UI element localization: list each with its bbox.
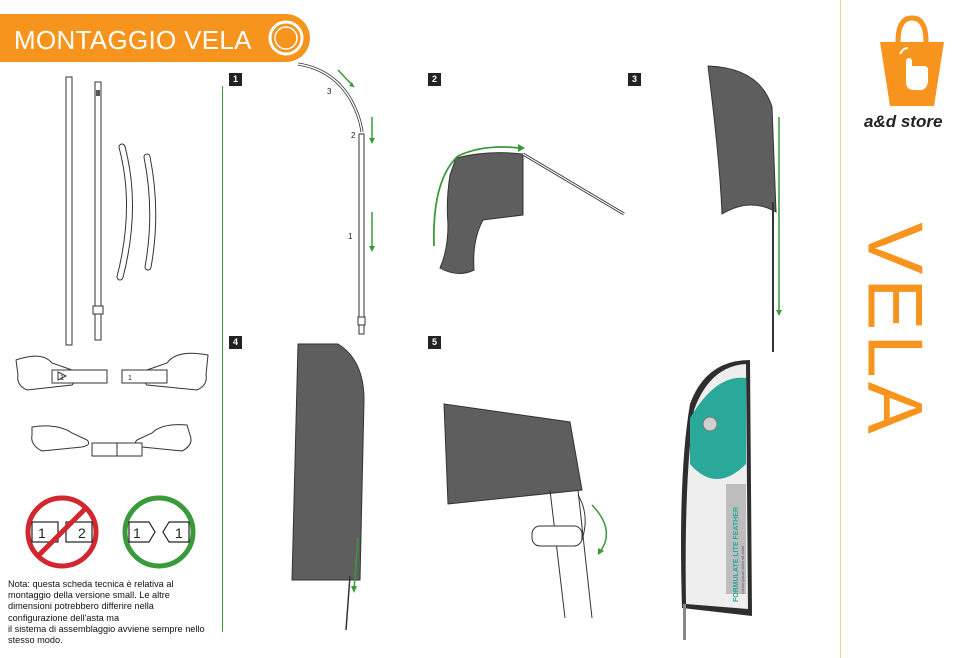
step1-illustration: 3 2 1 (297, 62, 375, 335)
step1-label-3: 3 (327, 87, 332, 96)
step-badge-3: 3 (628, 73, 641, 86)
flag-product-tagline: Lorem ipsum dolor sit amet (740, 545, 745, 594)
brand-panel-divider (840, 0, 841, 658)
side-title: VELA (851, 222, 940, 438)
product-flag-mockup: FORMULATE LITE FEATHER Lorem ipsum dolor… (681, 360, 752, 640)
column-divider (222, 86, 223, 632)
step4-illustration (291, 343, 365, 631)
title-banner: MONTAGGIO VELA (0, 14, 310, 62)
step-badge-2: 2 (428, 73, 441, 86)
note-line: Nota: questa scheda tecnica è relativa a… (8, 579, 174, 589)
step1-label-1: 1 (348, 232, 353, 241)
brand-name: a&d store (864, 112, 943, 131)
right-connection-icon: 1 1 (122, 495, 196, 569)
note-line: montaggio della versione small. Le altre (8, 590, 170, 601)
flag-product-name: FORMULATE LITE FEATHER (733, 507, 740, 602)
step3-illustration (707, 65, 782, 352)
male-connector-label: 1 (60, 375, 64, 382)
right-left-label: 1 (133, 525, 141, 541)
step-badge-5: 5 (428, 336, 441, 349)
note-line: stesso modo. (8, 635, 63, 646)
wrong-right-label: 2 (78, 525, 86, 541)
circle-icon (268, 20, 304, 56)
step-badge-4: 4 (229, 336, 242, 349)
right-right-label: 1 (175, 525, 183, 541)
step5-illustration (443, 403, 608, 619)
technical-note: Nota: questa scheda tecnica è relativa a… (8, 579, 208, 646)
wrong-left-label: 1 (38, 525, 46, 541)
connector-insert-illustration: 1 1 (15, 352, 209, 457)
step2-illustration (432, 144, 625, 274)
note-line: dimensioni potrebbero differire nella (8, 601, 154, 612)
page-title: MONTAGGIO VELA (14, 25, 252, 55)
step1-label-2: 2 (351, 131, 356, 140)
step-badge-1: 1 (229, 73, 242, 86)
pole-parts-illustration (65, 76, 157, 346)
female-connector-label: 1 (128, 375, 132, 382)
wrong-connection-icon: 1 2 (25, 495, 99, 569)
note-line: il sistema di assemblaggio avviene sempr… (8, 623, 205, 634)
shopping-bag-icon (880, 15, 944, 106)
note-line: configurazione dell'asta ma (8, 612, 120, 623)
